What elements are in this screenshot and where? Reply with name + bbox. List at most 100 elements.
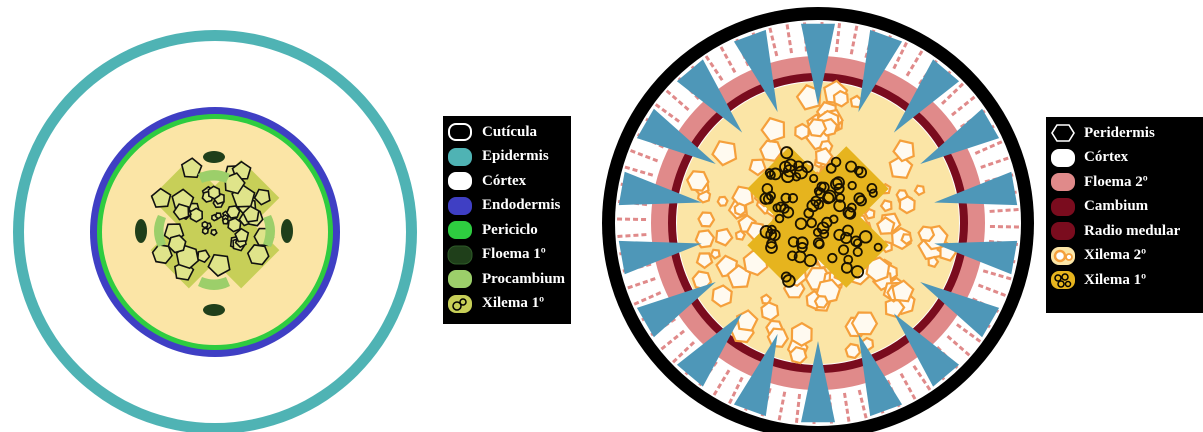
legend-item: Xilema 2º xyxy=(1050,244,1197,269)
phloem-mark xyxy=(791,48,792,53)
xylem-cell xyxy=(915,186,924,195)
xylem-cell xyxy=(881,200,891,211)
phloem-mark xyxy=(838,31,839,36)
cuticle-swatch-icon xyxy=(447,122,473,142)
phloem-mark xyxy=(635,284,640,286)
phloem-mark xyxy=(643,281,648,283)
legend-label: Córtex xyxy=(1084,149,1197,166)
phloem-mark xyxy=(645,156,650,158)
phloem-mark xyxy=(983,148,988,150)
phloem-mark xyxy=(772,36,773,41)
phloem-mark xyxy=(787,24,788,29)
phloem-mark xyxy=(733,392,735,396)
xylem-cell xyxy=(790,347,806,363)
phloem-mark xyxy=(846,401,847,406)
phloem-patch-top xyxy=(203,151,225,163)
xylem-cell xyxy=(208,186,219,199)
legend-item: Córtex xyxy=(447,169,565,194)
xylem-secondary-swatch-icon xyxy=(1050,246,1076,266)
xylem-cell xyxy=(795,124,808,139)
legend-label: Cambium xyxy=(1084,198,1197,215)
phloem-mark xyxy=(784,392,785,397)
xylem-cell xyxy=(846,344,860,358)
xylem-cell xyxy=(718,197,728,206)
phloem-patch-left xyxy=(135,219,147,243)
phloem-mark xyxy=(991,273,996,274)
xylem-cell xyxy=(808,119,826,136)
legend-item: Cambium xyxy=(1050,195,1197,220)
xylem-cell xyxy=(699,213,715,227)
xylem-cell xyxy=(711,250,720,259)
legend-item: Epidermis xyxy=(447,145,565,170)
cortex-swatch-icon xyxy=(447,171,473,191)
phloem-mark xyxy=(770,28,771,33)
phloem-mark xyxy=(656,293,661,295)
phloem-mark xyxy=(650,279,655,281)
phloem-mark xyxy=(796,418,797,423)
phloem-mark xyxy=(729,61,731,65)
xylem-cell xyxy=(815,296,828,308)
phloem-mark xyxy=(729,399,731,403)
secondary-growth-diagram xyxy=(600,0,1040,432)
xylem-cell xyxy=(228,218,241,232)
phloem-patch-right xyxy=(281,219,293,243)
xylem-cell xyxy=(736,231,745,240)
phloem-mark xyxy=(774,43,775,48)
epidermis-swatch-icon xyxy=(447,147,473,167)
phloem-mark xyxy=(797,410,798,415)
xylem-primary-swatch-icon xyxy=(447,294,473,314)
phloem-mark xyxy=(779,415,780,420)
phloem-patch-bottom xyxy=(203,304,225,316)
phloem-mark xyxy=(839,23,840,28)
phloem-mark xyxy=(861,398,862,403)
cortex-swatch-icon xyxy=(1050,148,1076,168)
phloem-mark xyxy=(1003,158,1008,160)
legend-item: Cutícula xyxy=(447,120,565,145)
phloem-mark xyxy=(901,50,903,54)
xylem-cell xyxy=(929,257,938,267)
xylem-cell xyxy=(762,302,779,320)
xylem-cell xyxy=(900,197,915,214)
xylem-cell xyxy=(190,208,202,222)
primary-root-diagram xyxy=(0,0,440,432)
xylem-cell xyxy=(712,286,731,307)
phloem-mark xyxy=(648,174,653,175)
xylem-cell xyxy=(852,313,877,335)
phloem-mark xyxy=(788,32,789,37)
phloem-mark xyxy=(790,40,791,45)
phloem-mark xyxy=(988,163,993,165)
legend-label: Radio medular xyxy=(1084,223,1197,240)
phloem-mark xyxy=(997,142,1002,144)
legend-label: Epidermis xyxy=(482,148,565,165)
phloem-mark xyxy=(837,39,838,44)
phloem-mark xyxy=(993,291,998,293)
legend-primary: Cutícula Epidermis Córtex Endodermis Per… xyxy=(443,116,571,324)
procambium-swatch-icon xyxy=(447,269,473,289)
phloem-mark xyxy=(986,288,991,290)
phloem-mark xyxy=(913,395,915,399)
phloem-mark xyxy=(1006,278,1011,279)
xylem-primary-swatch-icon xyxy=(1050,270,1076,290)
legend-secondary: Peridermis Córtex Floema 2º Cambium Radi… xyxy=(1046,117,1203,313)
pericycle-swatch-icon xyxy=(447,220,473,240)
phloem-mark xyxy=(721,47,723,51)
legend-item: Xilema 1º xyxy=(1050,268,1197,293)
legend-item: Córtex xyxy=(1050,146,1197,171)
cambium-swatch-icon xyxy=(1050,197,1076,217)
legend-label: Periciclo xyxy=(482,222,565,239)
phloem-mark xyxy=(848,417,849,422)
phloem-mark xyxy=(996,161,1001,163)
phloem-mark xyxy=(847,409,848,414)
xylem-cell xyxy=(735,204,746,216)
phloem-mark xyxy=(990,145,995,147)
endodermis-swatch-icon xyxy=(447,196,473,216)
phloem-mark xyxy=(856,26,857,31)
phloem-mark xyxy=(782,400,783,405)
xylem-cell xyxy=(834,91,848,106)
legend-item: Endodermis xyxy=(447,194,565,219)
phloem-mark xyxy=(905,381,907,385)
phloem-mark xyxy=(865,413,866,418)
phloem-mark xyxy=(733,68,735,72)
xylem-cell xyxy=(202,222,207,228)
phloem-mark xyxy=(740,377,742,381)
